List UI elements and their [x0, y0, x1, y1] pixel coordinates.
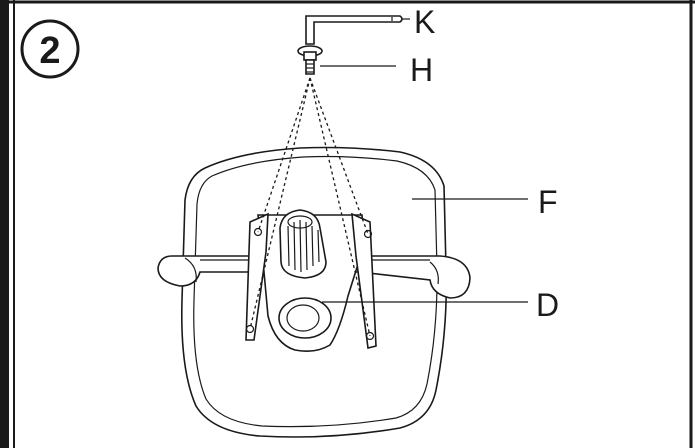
step-number: 2	[39, 30, 60, 72]
hex-key	[305, 15, 403, 45]
cylinder-socket	[278, 297, 332, 339]
callout-f: F	[538, 184, 558, 220]
mount-bar	[157, 255, 471, 299]
callout-h: H	[410, 52, 433, 88]
callout-d: D	[536, 287, 559, 323]
guide-lines	[249, 77, 371, 337]
leader-lines	[320, 18, 528, 303]
callout-k: K	[414, 4, 435, 40]
gas-lift-knob	[279, 209, 327, 279]
step-number-badge: 2	[20, 19, 80, 79]
bolt	[297, 45, 323, 75]
